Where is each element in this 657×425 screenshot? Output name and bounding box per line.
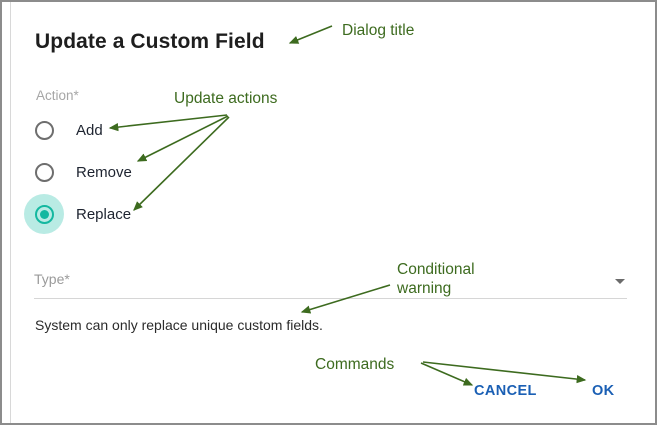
type-select-field[interactable]: Type* <box>34 266 627 299</box>
left-gutter-divider <box>10 2 11 423</box>
radio-circle-icon <box>34 162 54 182</box>
radio-circle-icon <box>34 120 54 140</box>
radio-dot-icon <box>39 209 49 219</box>
annotation-update-actions: Update actions <box>174 90 278 107</box>
radio-label-replace: Replace <box>76 205 132 223</box>
annotation-conditional-warning-line1: Conditional <box>397 261 475 278</box>
radio-ripple-replace <box>24 194 64 234</box>
update-custom-field-dialog: Update a Custom Field Action* Add Remove <box>12 4 655 423</box>
annotation-dialog-title: Dialog title <box>342 22 415 39</box>
dialog-title: Update a Custom Field <box>35 30 265 53</box>
radio-option-remove[interactable]: Remove <box>24 152 132 192</box>
radio-label-add: Add <box>76 121 103 139</box>
action-group-label: Action* <box>36 88 79 103</box>
radio-dot-icon <box>40 126 49 135</box>
type-select-placeholder: Type* <box>34 271 70 287</box>
ok-button[interactable]: OK <box>592 383 615 399</box>
radio-option-add[interactable]: Add <box>24 110 103 150</box>
annotation-conditional-warning-line2: warning <box>397 280 452 297</box>
annotation-conditional-warning: Conditional warning <box>397 260 475 298</box>
chevron-down-icon[interactable] <box>615 279 625 284</box>
radio-ripple-add <box>24 110 64 150</box>
radio-option-replace[interactable]: Replace <box>24 194 131 234</box>
radio-ripple-remove <box>24 152 64 192</box>
radio-label-remove: Remove <box>76 163 132 181</box>
cancel-button[interactable]: CANCEL <box>474 383 537 399</box>
radio-circle-icon <box>34 204 54 224</box>
annotation-commands: Commands <box>315 356 395 373</box>
radio-dot-icon <box>40 168 49 177</box>
conditional-warning-text: System can only replace unique custom fi… <box>35 317 323 333</box>
